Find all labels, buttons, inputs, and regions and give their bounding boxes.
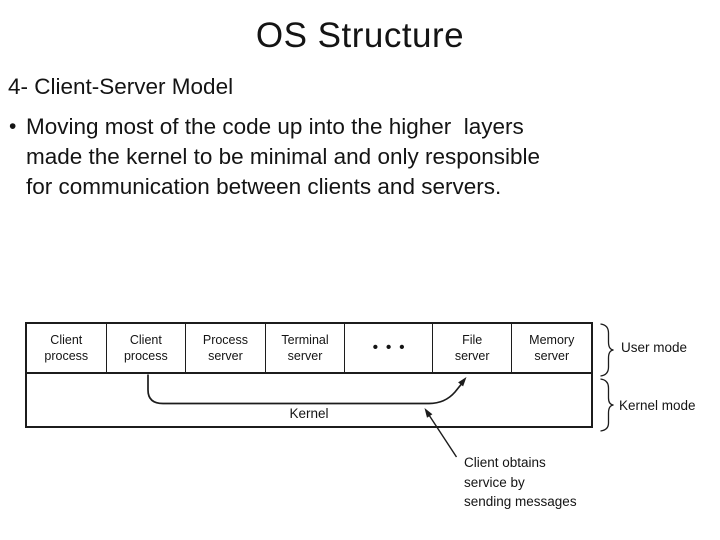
box-terminal-server: Terminal server: [266, 324, 346, 372]
box-client-process-1: Client process: [27, 324, 107, 372]
bullet-paragraph: Moving most of the code up into the high…: [26, 112, 540, 202]
kernel-mode-brace: [600, 378, 614, 432]
box-process-server: Process server: [186, 324, 266, 372]
annotation-line: sending messages: [464, 494, 577, 509]
bullet-line: for communication between clients and se…: [26, 174, 502, 199]
annotation-line: service by: [464, 474, 525, 490]
ellipsis-dots: •••: [345, 324, 433, 372]
bullet-line: Moving most of the code up into the high…: [26, 114, 524, 139]
box-memory-server: Memory server: [529, 332, 575, 363]
user-mode-process-row: Client process Client process Process se…: [25, 322, 593, 374]
bullet-icon: •: [9, 115, 17, 138]
box-client-process-2: Client process: [107, 324, 187, 372]
annotation-line: Client obtains: [464, 455, 546, 470]
bullet-line: made the kernel to be minimal and only r…: [26, 144, 541, 169]
box-file-server: File server: [433, 324, 513, 372]
user-mode-label: User mode: [621, 340, 688, 355]
kernel-label: Kernel: [289, 406, 329, 421]
kernel-mode-label: Kernel mode: [619, 398, 696, 413]
slide-title: OS Structure: [255, 16, 465, 55]
user-mode-brace: [600, 323, 614, 377]
annotation-text: Client obtains service by sending messag…: [464, 453, 577, 510]
section-heading: 4- Client-Server Model: [8, 74, 234, 99]
